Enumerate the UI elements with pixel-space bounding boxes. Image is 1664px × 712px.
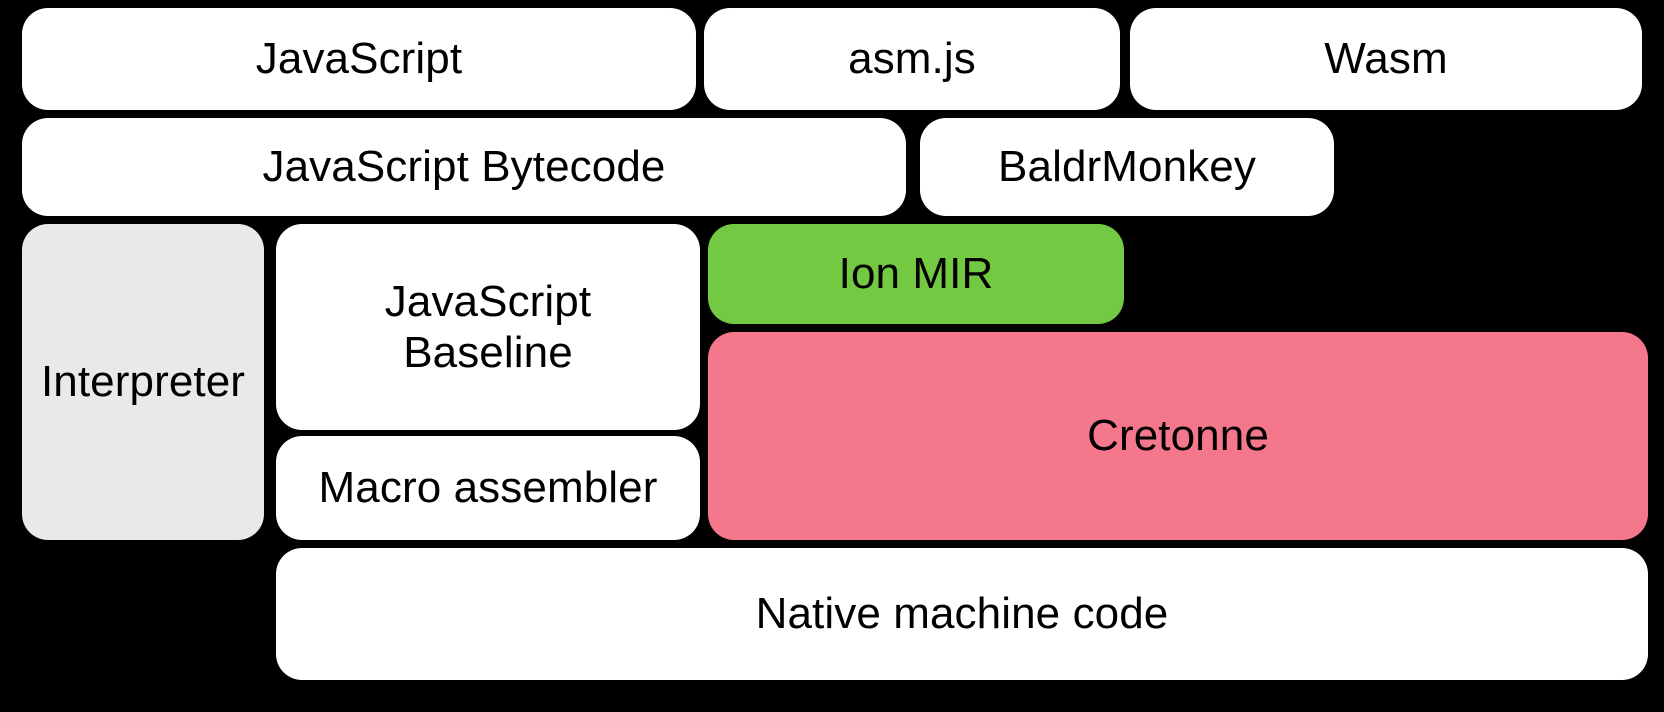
- node-wasm[interactable]: Wasm: [1130, 8, 1642, 110]
- node-ion-mir[interactable]: Ion MIR: [708, 224, 1124, 324]
- node-javascript-bytecode[interactable]: JavaScript Bytecode: [22, 118, 906, 216]
- node-native-machine-code[interactable]: Native machine code: [276, 548, 1648, 680]
- node-baldrmonkey[interactable]: BaldrMonkey: [920, 118, 1334, 216]
- node-javascript-baseline[interactable]: JavaScript Baseline: [276, 224, 700, 430]
- node-cretonne[interactable]: Cretonne: [708, 332, 1648, 540]
- node-javascript[interactable]: JavaScript: [22, 8, 696, 110]
- node-macro-assembler[interactable]: Macro assembler: [276, 436, 700, 540]
- node-asm-js[interactable]: asm.js: [704, 8, 1120, 110]
- node-interpreter[interactable]: Interpreter: [22, 224, 264, 540]
